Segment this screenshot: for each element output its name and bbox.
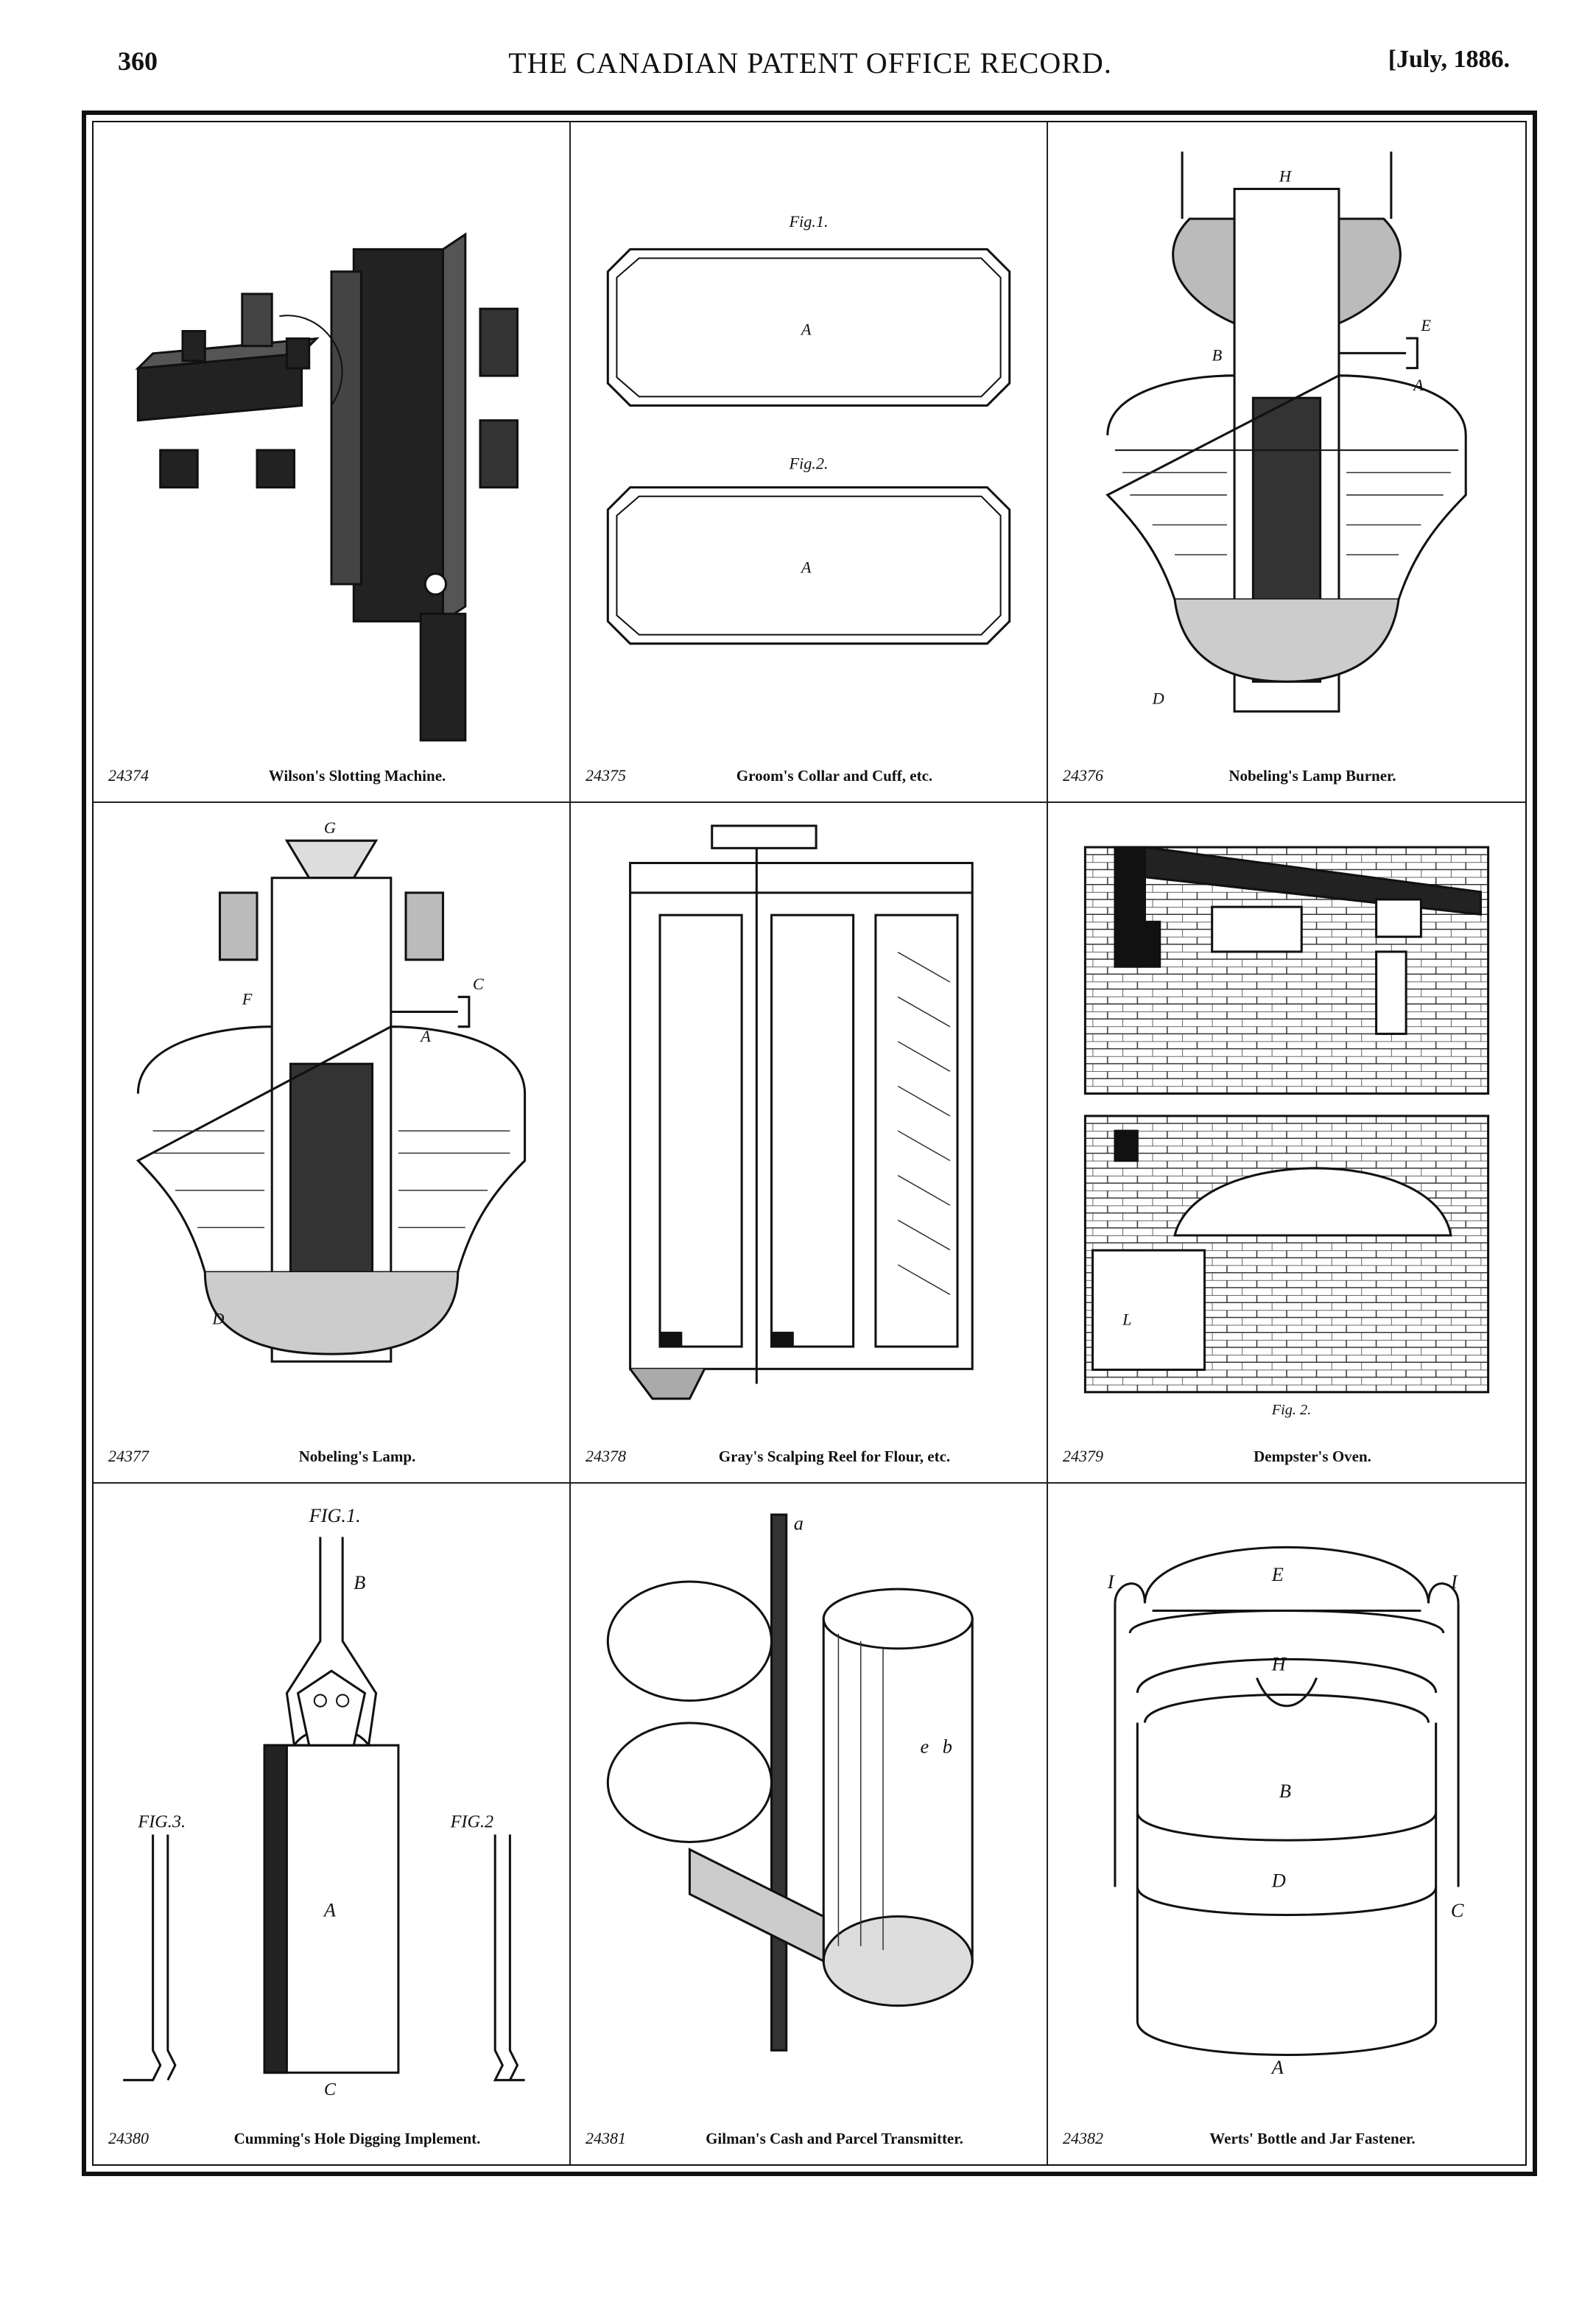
scalping-reel-drawing	[586, 816, 1032, 1431]
svg-text:B: B	[354, 1572, 365, 1593]
patent-title: Wilson's Slotting Machine.	[268, 767, 446, 785]
patent-title: Werts' Bottle and Jar Fastener.	[1209, 2130, 1416, 2147]
jar-fastener-drawing: I I E H B D C A	[1063, 1497, 1511, 2113]
svg-text:B: B	[1279, 1781, 1291, 1802]
svg-text:G: G	[324, 818, 336, 837]
patent-number: 24375	[586, 766, 626, 785]
svg-text:A: A	[800, 320, 812, 339]
svg-text:F: F	[242, 989, 253, 1008]
patent-cell-24378: 24378 Gray's Scalping Reel for Flour, etc…	[571, 803, 1048, 1484]
hole-digger-drawing: FIG.1. B FIG.3. FIG.2 A C	[108, 1497, 555, 2113]
patent-title: Cumming's Hole Digging Implement.	[233, 2130, 481, 2147]
svg-text:Fig.1.: Fig.1.	[788, 212, 828, 231]
patent-cell-24377: G F A C D 24377 Nobeling's Lamp.	[94, 803, 571, 1484]
patent-title: Nobeling's Lamp.	[298, 1448, 416, 1465]
patent-number: 24376	[1063, 766, 1103, 785]
svg-text:D: D	[1271, 1870, 1286, 1891]
patent-figures-grid: 24374 Wilson's Slotting Machine. Fig.1. F…	[94, 122, 1525, 2164]
page-header: 360 THE CANADIAN PATENT OFFICE RECORD. […	[110, 46, 1510, 90]
patent-title: Gilman's Cash and Parcel Transmitter.	[706, 2130, 963, 2147]
svg-text:B: B	[1212, 346, 1223, 365]
patent-title: Groom's Collar and Cuff, etc.	[736, 767, 933, 785]
patent-title: Dempster's Oven.	[1254, 1448, 1371, 1465]
svg-text:I: I	[1107, 1571, 1115, 1593]
svg-text:C: C	[1451, 1900, 1464, 1921]
svg-text:H: H	[1279, 166, 1293, 185]
patent-number: 24374	[108, 766, 149, 785]
svg-text:A: A	[1412, 376, 1424, 394]
svg-text:L: L	[1122, 1311, 1131, 1329]
svg-text:a: a	[794, 1512, 804, 1534]
patent-cell-24380: FIG.1. B FIG.3. FIG.2 A C 24380 Cumming's…	[94, 1484, 571, 2164]
cash-transmitter-drawing: a e b	[586, 1497, 1032, 2113]
oven-drawing: L Fig. 2.	[1063, 816, 1511, 1431]
svg-text:FIG.2: FIG.2	[450, 1811, 494, 1831]
svg-text:C: C	[473, 975, 485, 993]
svg-text:b: b	[943, 1736, 952, 1757]
patent-figures-frame: 24374 Wilson's Slotting Machine. Fig.1. F…	[82, 110, 1537, 2176]
patent-cell-24382: I I E H B D C A 24382 Werts' Bottle and J…	[1048, 1484, 1525, 2164]
svg-text:A: A	[1270, 2057, 1284, 2078]
svg-text:C: C	[324, 2080, 337, 2099]
svg-text:FIG.1.: FIG.1.	[309, 1505, 361, 1526]
svg-text:D: D	[1152, 690, 1164, 708]
svg-text:A: A	[323, 1900, 337, 1921]
svg-text:I: I	[1450, 1571, 1458, 1593]
lamp-drawing: G F A C D	[108, 816, 555, 1431]
svg-text:Fig. 2.: Fig. 2.	[1271, 1402, 1311, 1418]
svg-text:A: A	[419, 1027, 431, 1045]
collar-cuff-drawing: Fig.1. Fig.2. A A	[586, 136, 1032, 750]
patent-title: Nobeling's Lamp Burner.	[1228, 767, 1396, 785]
patent-cell-24379: L Fig. 2. 24379 Dempster's Oven.	[1048, 803, 1525, 1484]
journal-title: THE CANADIAN PATENT OFFICE RECORD.	[508, 46, 1112, 80]
patent-title: Gray's Scalping Reel for Flour, etc.	[718, 1448, 951, 1465]
svg-text:H: H	[1271, 1654, 1287, 1675]
svg-text:FIG.3.: FIG.3.	[137, 1811, 186, 1831]
page-number: 360	[118, 46, 158, 76]
svg-text:E: E	[1271, 1564, 1284, 1585]
patent-number: 24382	[1063, 2129, 1103, 2147]
svg-text:A: A	[800, 558, 812, 577]
svg-text:e: e	[921, 1736, 929, 1757]
slotting-machine-drawing	[108, 136, 555, 750]
patent-number: 24378	[586, 1447, 626, 1465]
patent-cell-24375: Fig.1. Fig.2. A A 24375 Groom's Collar an…	[571, 122, 1048, 803]
svg-text:D: D	[211, 1310, 224, 1328]
patent-number: 24380	[108, 2129, 149, 2147]
patent-number: 24381	[586, 2129, 626, 2147]
issue-date: [July, 1886.	[1388, 46, 1510, 73]
patent-number: 24379	[1063, 1447, 1103, 1465]
patent-cell-24381: a e b 24381 Gilman's Cash and Parcel Tran…	[571, 1484, 1048, 2164]
svg-text:E: E	[1420, 316, 1431, 334]
patent-cell-24374: 24374 Wilson's Slotting Machine.	[94, 122, 571, 803]
patent-number: 24377	[108, 1447, 149, 1465]
svg-text:Fig.2.: Fig.2.	[788, 454, 828, 472]
lamp-burner-drawing: H B A E D	[1063, 136, 1511, 750]
patent-cell-24376: H B A E D 24376 Nobeling's Lamp Burner.	[1048, 122, 1525, 803]
